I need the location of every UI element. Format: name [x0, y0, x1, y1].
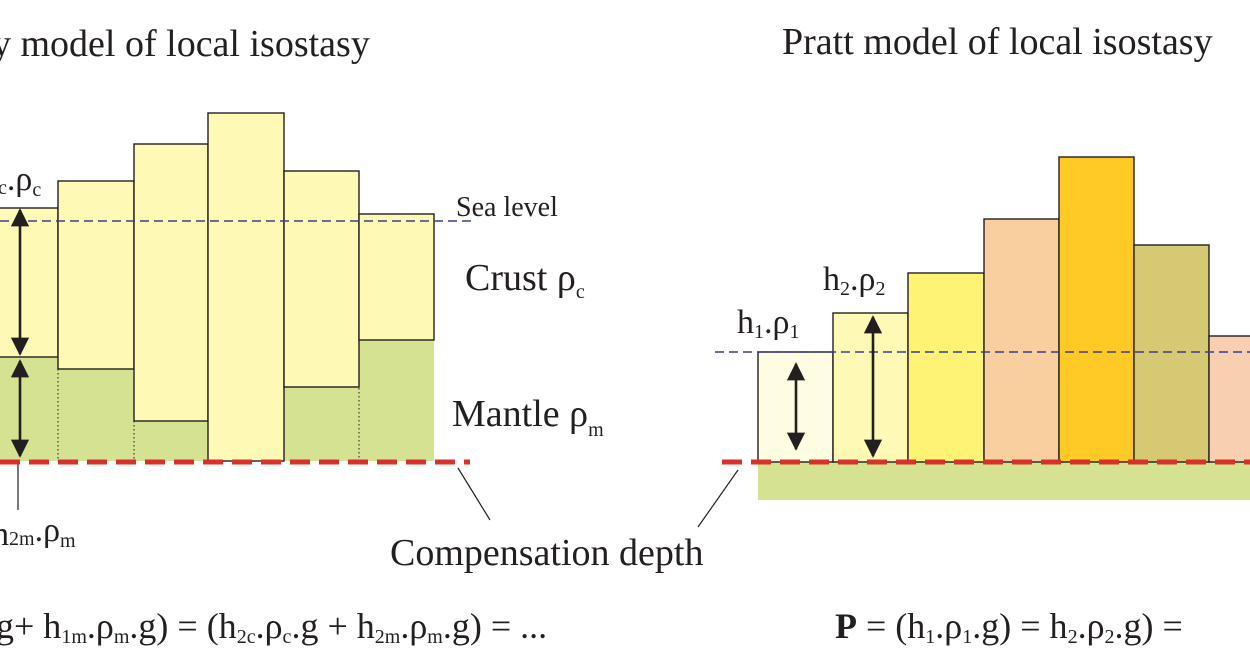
compensation-pointer-right — [697, 469, 739, 528]
airy-mantle-label: Mantle ρm — [452, 393, 604, 441]
airy-crust-column-4 — [207, 112, 285, 462]
airy-mantle-block-4 — [284, 387, 359, 461]
pratt-column-2 — [832, 312, 909, 463]
airy-model: y model of local isostasy Sea level — [0, 23, 604, 648]
pratt-column-5 — [1058, 156, 1135, 463]
airy-crust-columns — [0, 112, 435, 462]
airy-crust-label: Crust ρc — [465, 257, 585, 303]
pratt-title: Pratt model of local isostasy — [782, 21, 1213, 63]
pratt-column-7 — [1208, 335, 1250, 463]
airy-title: y model of local isostasy — [0, 23, 370, 65]
airy-mantle-block-5 — [359, 340, 434, 461]
compensation-callout: Compensation depth — [390, 467, 739, 574]
pratt-model: Pratt model of local isostasy h1.ρ1 h2.ρ… — [715, 21, 1250, 648]
airy-crust-column-2 — [57, 180, 135, 370]
airy-bottom-symbol: h2m.ρm — [0, 512, 76, 553]
pratt-formula: P = (h1.ρ1.g) = h2.ρ2.g) = — [835, 606, 1183, 648]
airy-crust-column-6 — [358, 213, 435, 341]
pratt-h1-label: h1.ρ1 — [737, 304, 799, 343]
airy-crust-column-5 — [283, 170, 360, 388]
airy-mantle-block-1 — [0, 357, 58, 461]
airy-sea-level-label: Sea level — [456, 192, 558, 223]
airy-mantle-block-2 — [58, 369, 134, 461]
pratt-columns — [757, 156, 1250, 463]
pratt-column-6 — [1133, 244, 1210, 463]
airy-mantle-block-3 — [134, 421, 208, 461]
pratt-column-4 — [983, 218, 1060, 463]
airy-formula: g+ h1m.ρm.g) = (h2c.ρc.g + h2m.ρm.g) = .… — [0, 606, 547, 648]
airy-crust-column-1 — [0, 207, 59, 358]
airy-mantle-blocks — [0, 340, 434, 461]
airy-crust-column-3 — [133, 143, 209, 422]
pratt-base-layer — [758, 462, 1250, 500]
pratt-column-3 — [907, 272, 985, 463]
pratt-h2-label: h2.ρ2 — [823, 261, 885, 300]
compensation-pointer-left — [457, 467, 491, 521]
compensation-depth-label: Compensation depth — [390, 532, 703, 574]
airy-top-symbol: c.ρc — [0, 161, 41, 201]
airy-dotted-dividers — [57, 340, 360, 461]
